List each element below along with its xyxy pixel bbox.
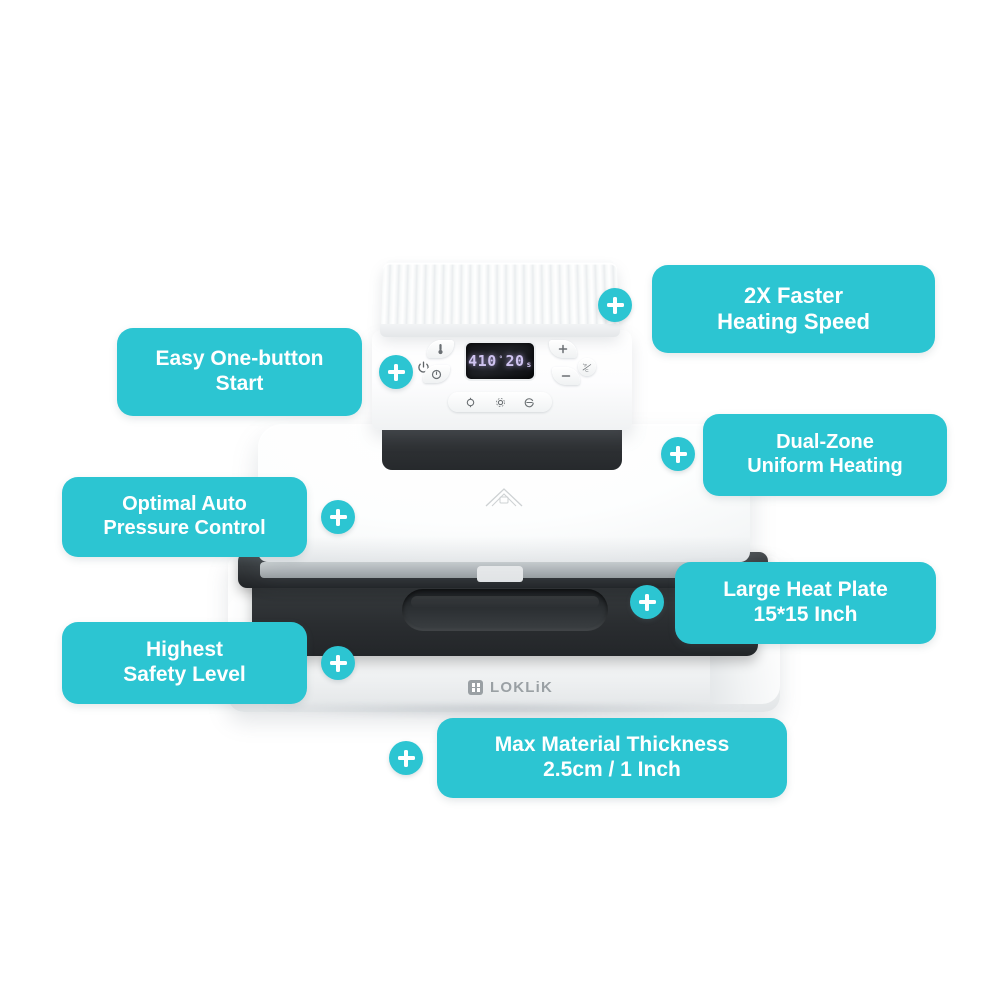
callout-safety-level-line-2: Safety Level <box>123 663 246 686</box>
callout-material-thickness[interactable]: Max Material Thickness 2.5cm / 1 Inch <box>437 718 787 798</box>
callout-heat-plate-size-line-2: 15*15 Inch <box>753 603 858 626</box>
preset-refresh-button[interactable] <box>522 395 537 410</box>
minus-icon <box>561 375 571 377</box>
plus-badge-safety-level[interactable] <box>321 646 355 680</box>
timer-button[interactable] <box>423 365 450 383</box>
callout-one-button-start-line-1: Easy One-button <box>155 347 324 371</box>
unit-toggle-icon: °F C <box>582 363 591 373</box>
plus-badge-material-thickness[interactable] <box>389 741 423 775</box>
callout-safety-level-line-1: Highest <box>145 638 223 662</box>
thermometer-icon <box>438 344 443 355</box>
callout-heating-speed-line-1: 2X Faster <box>743 283 844 309</box>
preset-circle-button[interactable] <box>463 395 478 410</box>
svg-text:°F: °F <box>582 363 587 368</box>
lid-front-edge <box>380 324 620 337</box>
brand-logo: LOKLiK <box>468 679 553 696</box>
callout-material-thickness-line-1: Max Material Thickness <box>494 733 730 757</box>
plus-badge-pressure-control[interactable] <box>321 500 355 534</box>
callout-dual-zone-heating-line-1: Dual-Zone <box>776 431 874 454</box>
plus-badge-dual-zone-heating[interactable] <box>661 437 695 471</box>
callout-heat-plate-size[interactable]: Large Heat Plate 15*15 Inch <box>675 562 936 644</box>
plus-icon <box>558 344 568 354</box>
preset-refresh-icon <box>524 397 534 407</box>
brand-name: LOKLiK <box>490 679 554 696</box>
preset-circle-icon <box>466 397 475 407</box>
callout-dual-zone-heating[interactable]: Dual-Zone Uniform Heating <box>703 414 947 496</box>
preset-button-bar <box>448 392 552 412</box>
timer-icon <box>431 369 442 379</box>
increase-button[interactable] <box>549 340 577 358</box>
callout-pressure-control-line-2: Pressure Control <box>103 517 266 539</box>
callout-pressure-control[interactable]: Optimal Auto Pressure Control <box>62 477 307 557</box>
callout-pressure-control-line-1: Optimal Auto <box>122 493 247 516</box>
svg-text:C: C <box>585 368 589 373</box>
preset-gear-icon <box>495 397 505 407</box>
heat-press-emblem-icon <box>485 488 523 507</box>
callout-material-thickness-line-2: 2.5cm / 1 Inch <box>543 758 681 781</box>
plus-badge-one-button-start[interactable] <box>379 355 413 389</box>
plus-badge-heat-plate-size[interactable] <box>630 585 664 619</box>
display-time-unit: s <box>526 360 532 369</box>
callout-one-button-start-line-2: Start <box>215 372 264 395</box>
loklik-logo-icon <box>468 680 483 695</box>
callout-dual-zone-heating-line-2: Uniform Heating <box>747 455 903 477</box>
callout-heating-speed[interactable]: 2X Faster Heating Speed <box>652 265 935 353</box>
temperature-button[interactable] <box>427 340 454 358</box>
heat-plate-tab <box>477 566 523 582</box>
preset-gear-button[interactable] <box>493 395 508 410</box>
callout-one-button-start[interactable]: Easy One-button Start <box>117 328 362 416</box>
drawer-handle[interactable] <box>402 589 608 631</box>
plus-badge-heating-speed[interactable] <box>598 288 632 322</box>
callout-heating-speed-line-2: Heating Speed <box>717 309 870 334</box>
callout-heat-plate-size-line-1: Large Heat Plate <box>723 578 888 602</box>
display-temperature: 410 <box>468 352 497 370</box>
display-degree-symbol: ° <box>498 355 504 363</box>
callout-safety-level[interactable]: Highest Safety Level <box>62 622 307 704</box>
display-time: 20 <box>505 352 525 370</box>
unit-toggle-button[interactable]: °F C <box>578 358 596 376</box>
decrease-button[interactable] <box>552 367 580 385</box>
